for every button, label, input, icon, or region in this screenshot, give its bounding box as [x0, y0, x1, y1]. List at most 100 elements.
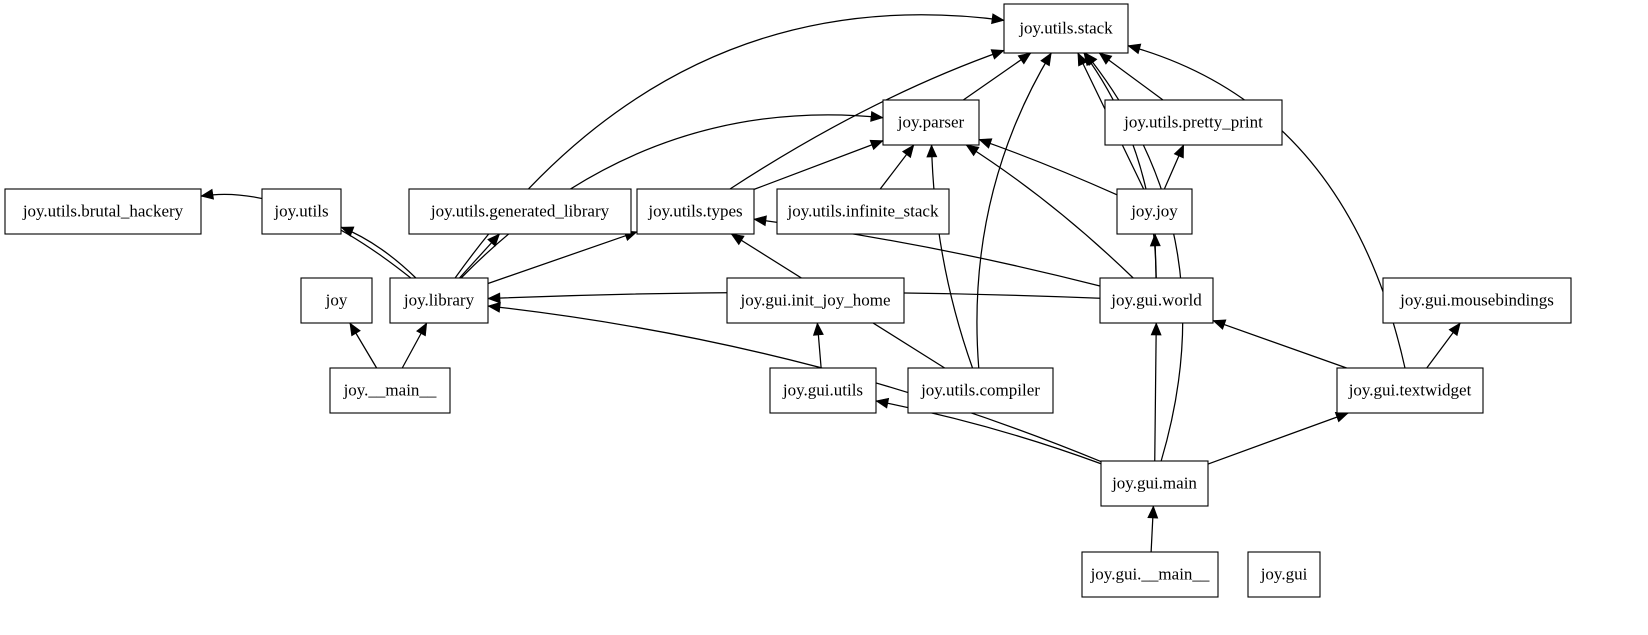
node-label: joy.library: [403, 290, 475, 309]
graph-node[interactable]: joy.gui.mousebindings: [1382, 277, 1572, 324]
node-box[interactable]: [1247, 551, 1321, 598]
graph-edge: [965, 144, 1134, 279]
edge-arrowhead: [926, 144, 938, 158]
node-label: joy.utils.stack: [1018, 18, 1113, 37]
node-box[interactable]: [882, 99, 980, 146]
graph-edge: [753, 140, 884, 190]
graph-node[interactable]: joy.__main__: [329, 367, 451, 414]
node-label: joy.gui.world: [1110, 290, 1202, 309]
node-box[interactable]: [4, 188, 202, 235]
graph-node[interactable]: joy.utils.pretty_print: [1104, 99, 1283, 146]
graph-edge: [930, 144, 974, 369]
graph-node[interactable]: joy.gui.init_joy_home: [726, 277, 905, 324]
edge-arrowhead: [753, 215, 767, 227]
node-layer: joy.utils.stack joy.parser joy.utils.prett…: [4, 3, 1572, 598]
graph-node[interactable]: joy.gui.world: [1099, 277, 1214, 324]
node-box[interactable]: [261, 188, 342, 235]
node-label: joy.utils.compiler: [920, 380, 1040, 399]
edge-arrowhead: [990, 49, 1005, 60]
node-box[interactable]: [1116, 188, 1193, 235]
node-box[interactable]: [1382, 277, 1572, 324]
edge-arrowhead: [812, 322, 824, 336]
edge-arrowhead: [416, 322, 428, 337]
graph-node[interactable]: joy.utils.stack: [1003, 3, 1129, 54]
edge-arrowhead: [1173, 144, 1184, 159]
graph-edge: [875, 400, 1102, 465]
node-box[interactable]: [1100, 460, 1209, 507]
node-box[interactable]: [636, 188, 755, 235]
node-label: joy.gui: [1260, 564, 1308, 583]
graph-edge: [487, 305, 1102, 463]
edge-arrowhead: [1127, 43, 1142, 55]
node-box[interactable]: [776, 188, 950, 235]
node-label: joy.gui.init_joy_home: [739, 290, 890, 309]
node-label: joy.utils.generated_library: [430, 201, 610, 220]
edge-arrowhead: [1448, 322, 1461, 337]
edge-arrowhead: [1017, 52, 1032, 65]
node-label: joy.gui.textwidget: [1348, 380, 1472, 399]
edge-arrowhead: [1084, 52, 1098, 67]
edge-arrowhead: [1098, 52, 1113, 65]
edge-arrowhead: [340, 226, 355, 237]
edge-arrowhead: [1149, 233, 1161, 247]
edge-layer: [200, 13, 1461, 553]
graph-edge: [962, 52, 1032, 101]
graph-node[interactable]: joy.joy: [1116, 188, 1193, 235]
node-label: joy.gui.__main__: [1090, 564, 1210, 583]
node-label: joy.utils.pretty_print: [1123, 112, 1263, 131]
edge-arrowhead: [901, 144, 915, 159]
edge-arrowhead: [1040, 52, 1052, 67]
graph-edge: [340, 226, 417, 279]
node-box[interactable]: [1336, 367, 1484, 414]
edge-arrowhead: [869, 139, 884, 151]
graph-edge: [976, 52, 1052, 369]
node-box[interactable]: [1003, 3, 1129, 54]
graph-edge: [1212, 319, 1347, 369]
graph-node[interactable]: joy: [300, 277, 373, 324]
node-label: joy.gui.mousebindings: [1399, 290, 1554, 309]
node-label: joy.gui.utils: [782, 380, 863, 399]
node-label: joy.utils.infinite_stack: [787, 201, 939, 220]
graph-node[interactable]: joy.library: [389, 277, 489, 324]
node-box[interactable]: [1104, 99, 1283, 146]
node-box[interactable]: [1081, 551, 1219, 598]
graph-node[interactable]: joy.gui: [1247, 551, 1321, 598]
graph-node[interactable]: joy.gui.__main__: [1081, 551, 1219, 598]
edge-arrowhead: [870, 110, 884, 122]
graph-node[interactable]: joy.parser: [882, 99, 980, 146]
edge-arrowhead: [487, 233, 501, 247]
graph-node[interactable]: joy.utils.brutal_hackery: [4, 188, 202, 235]
node-box[interactable]: [1099, 277, 1214, 324]
graph-node[interactable]: joy.gui.utils: [769, 367, 877, 414]
node-label: joy.joy: [1130, 201, 1178, 220]
node-box[interactable]: [408, 188, 632, 235]
graph-node[interactable]: joy.utils.compiler: [907, 367, 1054, 414]
graph-edge: [729, 49, 1005, 190]
node-box[interactable]: [329, 367, 451, 414]
node-box[interactable]: [769, 367, 877, 414]
node-box[interactable]: [389, 277, 489, 324]
graph-edge: [1154, 322, 1157, 462]
graph-node[interactable]: joy.gui.textwidget: [1336, 367, 1484, 414]
node-label: joy.utils: [273, 201, 328, 220]
graph-node[interactable]: joy.utils.types: [636, 188, 755, 235]
edge-arrowhead: [875, 397, 890, 409]
edge-arrowhead: [200, 188, 215, 200]
graph-node[interactable]: joy.utils.infinite_stack: [776, 188, 950, 235]
edge-arrowhead: [1147, 505, 1159, 519]
graph-edge: [487, 231, 638, 285]
node-box[interactable]: [726, 277, 905, 324]
edge-arrowhead: [487, 301, 501, 313]
edge-arrowhead: [349, 322, 361, 337]
node-box[interactable]: [300, 277, 373, 324]
graph-node[interactable]: joy.utils.generated_library: [408, 188, 632, 235]
graph-node[interactable]: joy.gui.main: [1100, 460, 1209, 507]
node-box[interactable]: [907, 367, 1054, 414]
node-label: joy.utils.brutal_hackery: [22, 201, 184, 220]
graph-edge: [454, 14, 1005, 279]
edge-arrowhead: [965, 144, 980, 157]
node-label: joy.utils.types: [647, 201, 742, 220]
graph-node[interactable]: joy.utils: [261, 188, 342, 235]
edge-arrowhead: [1212, 319, 1227, 330]
